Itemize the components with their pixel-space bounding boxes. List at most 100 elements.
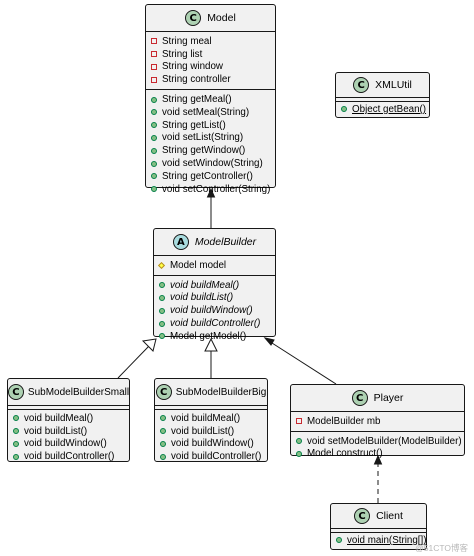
public-dot-icon	[159, 294, 165, 301]
private-square-icon	[151, 38, 157, 45]
field: String meal	[151, 35, 275, 48]
private-square-icon	[151, 63, 157, 70]
method: Object getBean()	[341, 103, 429, 116]
abstract-badge-icon: A	[172, 234, 189, 250]
watermark: @51CTO博客	[415, 543, 468, 553]
method: String getWindow()	[151, 144, 275, 157]
class-header: C Player	[291, 385, 464, 412]
methods-compartment: void buildMeal() void buildList() void b…	[154, 276, 275, 346]
public-dot-icon	[151, 147, 157, 154]
class-badge-icon: C	[353, 77, 370, 93]
class-header: C Client	[331, 504, 426, 529]
public-dot-icon	[151, 173, 157, 180]
method: void setModelBuilder(ModelBuilder)	[296, 435, 464, 448]
methods-compartment: void buildMeal() void buildList() void b…	[8, 410, 129, 466]
class-name: Client	[376, 510, 403, 522]
public-dot-icon	[13, 440, 19, 447]
class-submodelbuilderbig: C SubModelBuilderBig void buildMeal() vo…	[154, 378, 268, 462]
field: String controller	[151, 73, 275, 86]
class-badge-icon: C	[185, 10, 202, 26]
public-dot-icon	[296, 450, 302, 457]
class-header: C SubModelBuilderBig	[155, 379, 267, 406]
public-dot-icon	[160, 440, 166, 447]
class-badge-icon: C	[155, 384, 172, 400]
fields-compartment	[8, 406, 129, 410]
method: void main(String[])	[336, 534, 427, 547]
method: String getController()	[151, 170, 275, 183]
fields-compartment: Model model	[154, 256, 275, 276]
class-badge-icon: C	[351, 390, 368, 406]
public-dot-icon	[151, 134, 157, 141]
method: String getList()	[151, 119, 275, 132]
methods-compartment: void main(String[])	[331, 533, 427, 550]
class-model: C Model String meal String list String w…	[145, 4, 276, 195]
public-dot-icon	[341, 106, 347, 113]
class-badge-icon: C	[354, 508, 371, 524]
edge-submodelbuildersmall-to-modelbuilder	[117, 345, 150, 379]
method: void buildMeal()	[13, 412, 129, 425]
edge-player-to-modelbuilder	[271, 342, 337, 385]
private-square-icon	[151, 51, 157, 58]
public-dot-icon	[296, 438, 302, 445]
public-dot-icon	[13, 453, 19, 460]
fields-compartment	[155, 406, 267, 410]
method: void setList(String)	[151, 132, 275, 145]
public-dot-icon	[151, 160, 157, 167]
class-player: C Player ModelBuilder mb void setModelBu…	[290, 384, 465, 459]
field: Model model	[157, 259, 275, 272]
class-submodelbuildersmall: C SubModelBuilderSmall void buildMeal() …	[7, 378, 130, 462]
public-dot-icon	[336, 537, 342, 544]
method: void buildMeal()	[160, 412, 267, 425]
method: void buildController()	[13, 450, 129, 463]
field: String list	[151, 48, 275, 61]
class-xmlutil: C XMLUtil Object getBean()	[335, 72, 430, 118]
fields-compartment	[331, 529, 426, 533]
public-dot-icon	[13, 428, 19, 435]
method: Model getModel()	[159, 330, 275, 343]
public-dot-icon	[160, 428, 166, 435]
class-badge-icon: C	[7, 384, 24, 400]
methods-compartment: String getMeal() void setMeal(String) St…	[146, 90, 275, 198]
fields-compartment: ModelBuilder mb	[291, 412, 464, 432]
public-dot-icon	[159, 282, 165, 289]
method: void buildMeal()	[159, 279, 275, 292]
class-header: C Model	[146, 5, 275, 32]
class-name: Model	[207, 12, 236, 24]
public-dot-icon	[151, 186, 157, 193]
method: void setMeal(String)	[151, 106, 275, 119]
public-dot-icon	[159, 320, 165, 327]
class-header: C XMLUtil	[336, 73, 429, 98]
public-dot-icon	[160, 453, 166, 460]
method: void buildWindow()	[159, 304, 275, 317]
public-dot-icon	[13, 415, 19, 422]
public-dot-icon	[159, 333, 165, 340]
class-name: SubModelBuilderBig	[175, 386, 267, 398]
class-header: A ModelBuilder	[154, 229, 275, 256]
class-header: C SubModelBuilderSmall	[7, 379, 129, 406]
fields-compartment: String meal String list String window St…	[146, 32, 275, 91]
method: void buildList()	[13, 425, 129, 438]
public-dot-icon	[151, 109, 157, 116]
class-name: XMLUtil	[375, 79, 412, 91]
method: void buildWindow()	[160, 438, 267, 451]
method: void buildList()	[159, 292, 275, 305]
methods-compartment: void setModelBuilder(ModelBuilder) Model…	[291, 432, 464, 464]
method: void buildList()	[160, 425, 267, 438]
fields-compartment	[336, 98, 429, 102]
private-square-icon	[296, 418, 302, 425]
class-name: Player	[373, 392, 404, 404]
field: String window	[151, 61, 275, 74]
protected-diamond-icon	[157, 261, 166, 269]
public-dot-icon	[159, 307, 165, 314]
class-client: C Client void main(String[])	[330, 503, 427, 550]
public-dot-icon	[151, 122, 157, 129]
method: String getMeal()	[151, 93, 275, 106]
method: void buildController()	[159, 317, 275, 330]
public-dot-icon	[151, 96, 157, 103]
field: ModelBuilder mb	[296, 415, 464, 428]
method: void setController(String)	[151, 183, 275, 196]
method: Model construct()	[296, 448, 464, 461]
methods-compartment: void buildMeal() void buildList() void b…	[155, 410, 267, 466]
method: void setWindow(String)	[151, 157, 275, 170]
class-modelbuilder: A ModelBuilder Model model void buildMea…	[153, 228, 276, 342]
